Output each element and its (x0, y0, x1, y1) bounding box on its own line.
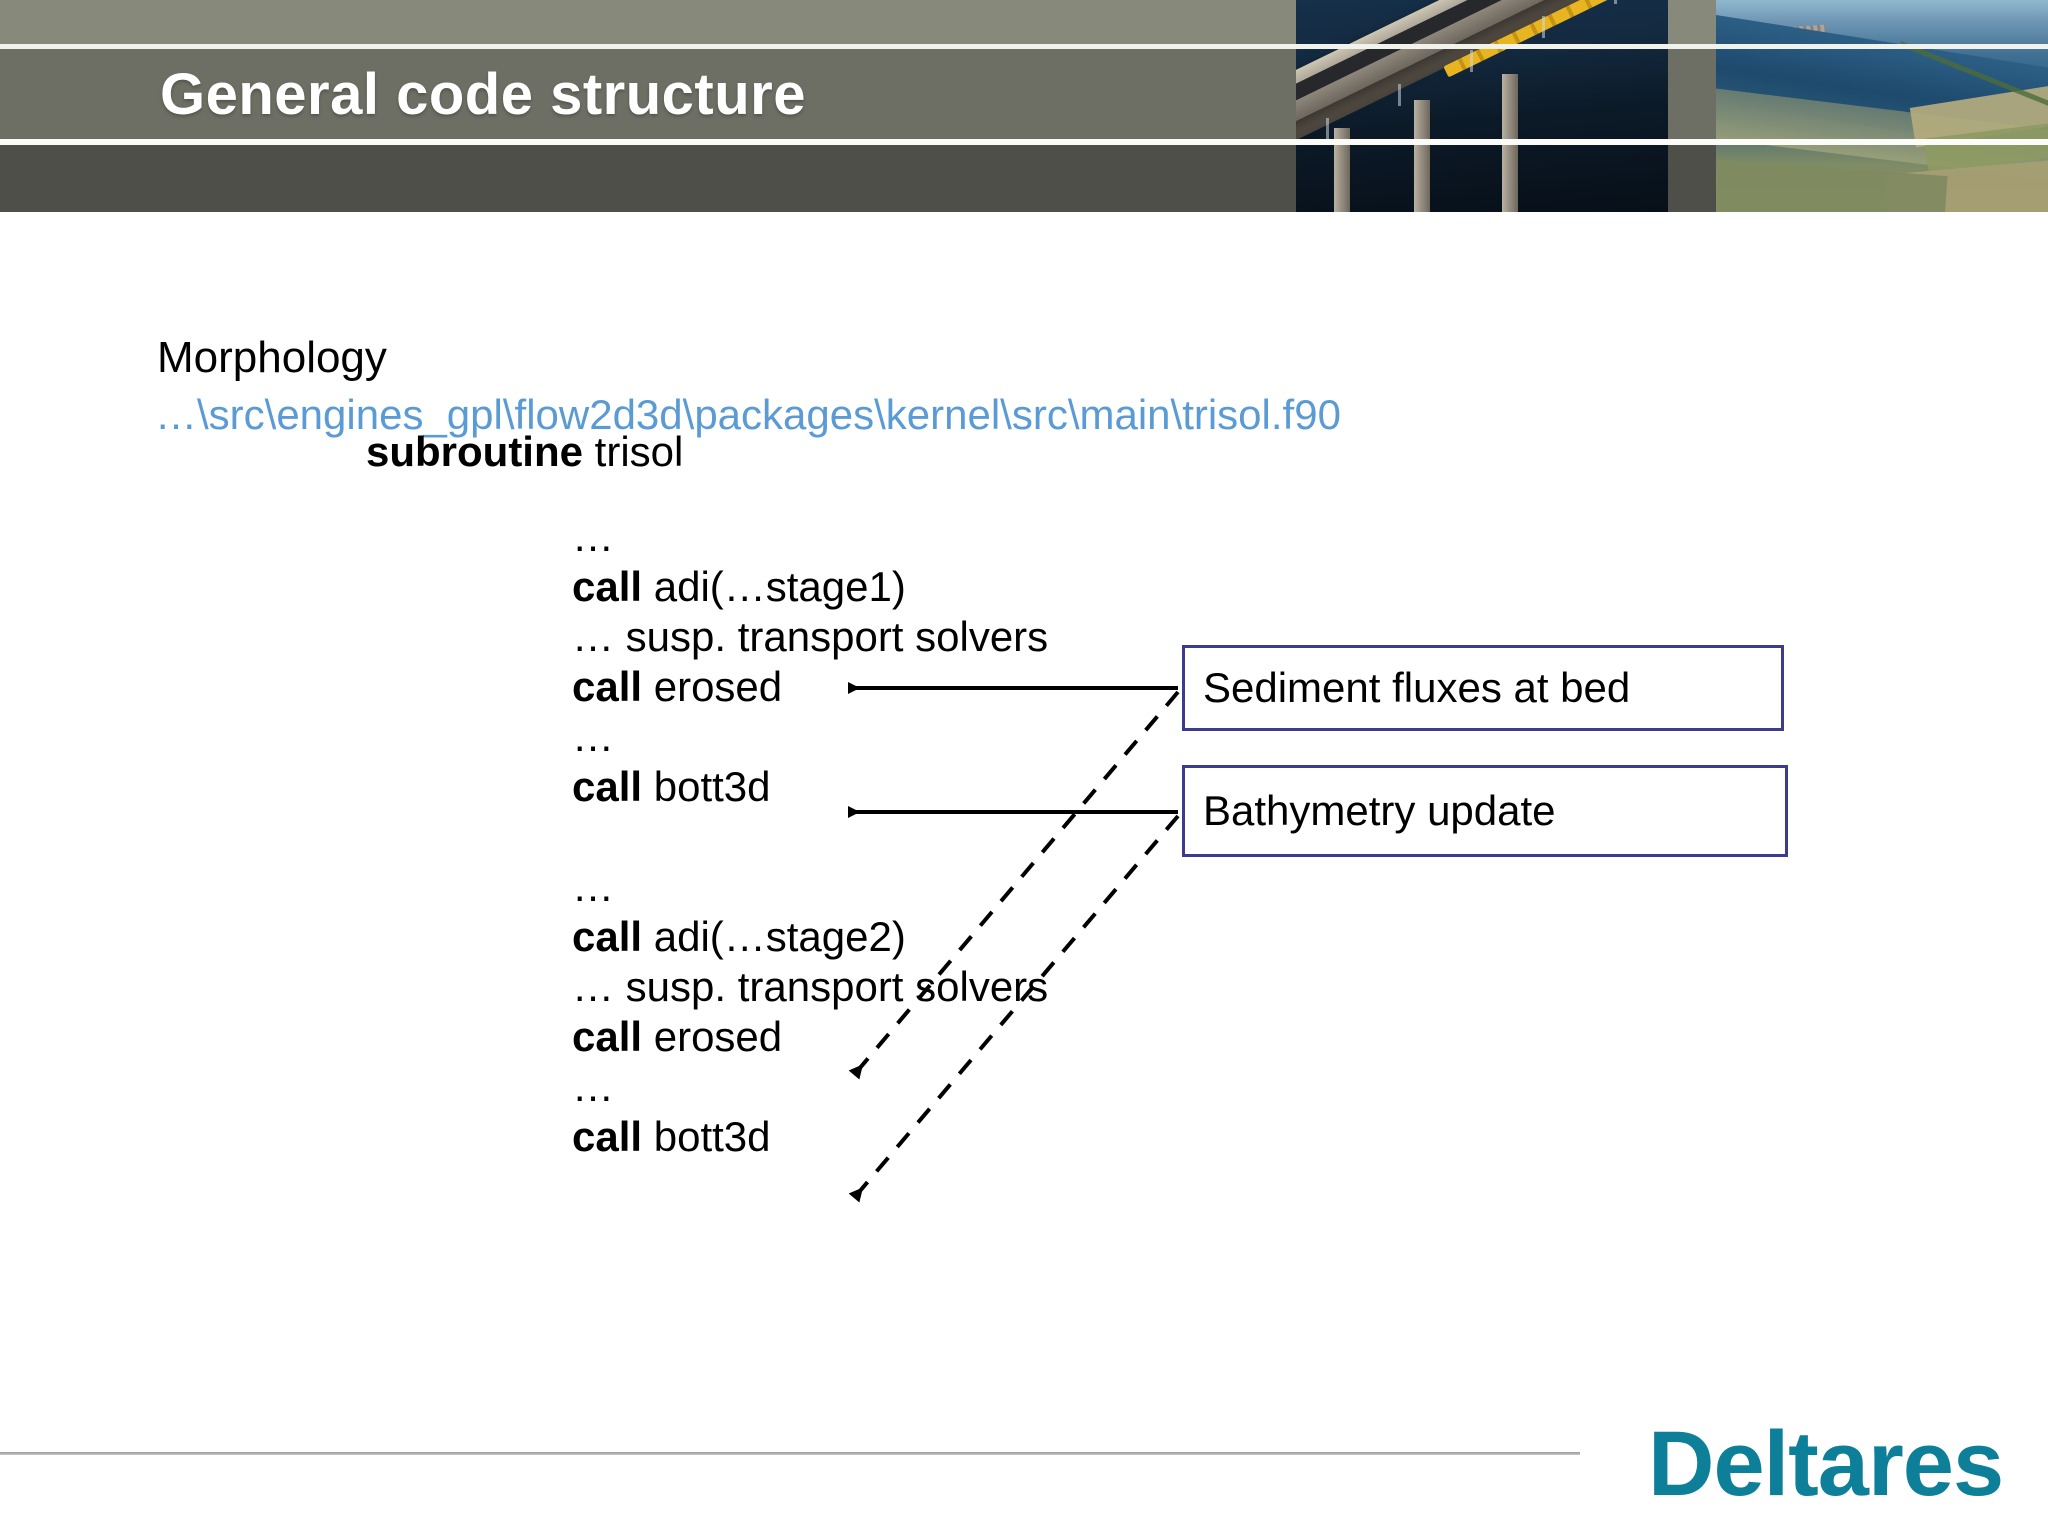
code-text: … (572, 713, 614, 760)
bridge-pier (1502, 74, 1518, 214)
code-line: … (572, 862, 1048, 912)
code-text: … (572, 513, 614, 560)
code-text: adi(…stage2) (642, 913, 906, 960)
subroutine-spacer (583, 428, 595, 475)
code-text: bott3d (642, 1113, 771, 1160)
header-band-top (0, 0, 2048, 44)
code-text: … susp. transport solvers (572, 963, 1049, 1010)
bridge-light-post (1398, 84, 1401, 106)
section-label: Morphology (157, 333, 387, 382)
code-keyword: call (572, 1013, 643, 1060)
bridge-light-post (1614, 0, 1617, 4)
slide-header (0, 0, 2048, 214)
code-keyword: call (572, 913, 643, 960)
aerial-river-delta-photo (1716, 0, 2048, 214)
callout-bathymetry-update: Bathymetry update (1182, 765, 1788, 857)
header-band-bottom (0, 145, 2048, 212)
code-keyword: call (572, 663, 643, 710)
code-text: bott3d (642, 763, 771, 810)
code-text: … susp. transport solvers (572, 613, 1049, 660)
code-text: adi(…stage1) (642, 563, 906, 610)
code-line: call adi(…stage1) (572, 562, 1048, 612)
code-line: … susp. transport solvers (572, 612, 1048, 662)
header-band-middle (0, 49, 2048, 139)
subroutine-keyword: subroutine (366, 428, 583, 475)
code-text: erosed (642, 1013, 783, 1060)
code-line: call adi(…stage2) (572, 912, 1048, 962)
callout-label: Sediment fluxes at bed (1203, 664, 1631, 711)
bridge-light-post (1542, 16, 1545, 38)
code-line: … (572, 712, 1048, 762)
code-keyword: call (572, 1113, 643, 1160)
code-line (572, 812, 1048, 862)
source-file-path: …\src\engines_gpl\flow2d3d\packages\kern… (155, 391, 1341, 438)
subroutine-name: trisol (594, 428, 684, 475)
code-line: call bott3d (572, 1112, 1048, 1162)
bridge-pier (1414, 100, 1430, 214)
deltares-logo: Deltares (1648, 1413, 2004, 1515)
callout-label: Bathymetry update (1203, 787, 1556, 834)
callout-sediment-fluxes: Sediment fluxes at bed (1182, 645, 1784, 731)
code-text: … (572, 1063, 614, 1110)
code-listing: …call adi(…stage1)… susp. transport solv… (572, 512, 1048, 1162)
code-line: … (572, 1062, 1048, 1112)
bridge-light-post (1326, 118, 1329, 140)
code-line: call bott3d (572, 762, 1048, 812)
code-line: … susp. transport solvers (572, 962, 1048, 1012)
footer-divider (0, 1452, 1580, 1455)
bridge-pier (1334, 128, 1350, 214)
bridge-at-night-photo (1296, 0, 1668, 214)
code-text: erosed (642, 663, 783, 710)
code-keyword: call (572, 563, 643, 610)
code-line: … (572, 512, 1048, 562)
code-line: call erosed (572, 1012, 1048, 1062)
code-keyword: call (572, 763, 643, 810)
bridge-light-post (1470, 50, 1473, 72)
code-text: … (572, 863, 614, 910)
code-line: call erosed (572, 662, 1048, 712)
page-title: General code structure (160, 62, 806, 127)
subroutine-declaration: subroutine trisol (366, 428, 683, 476)
